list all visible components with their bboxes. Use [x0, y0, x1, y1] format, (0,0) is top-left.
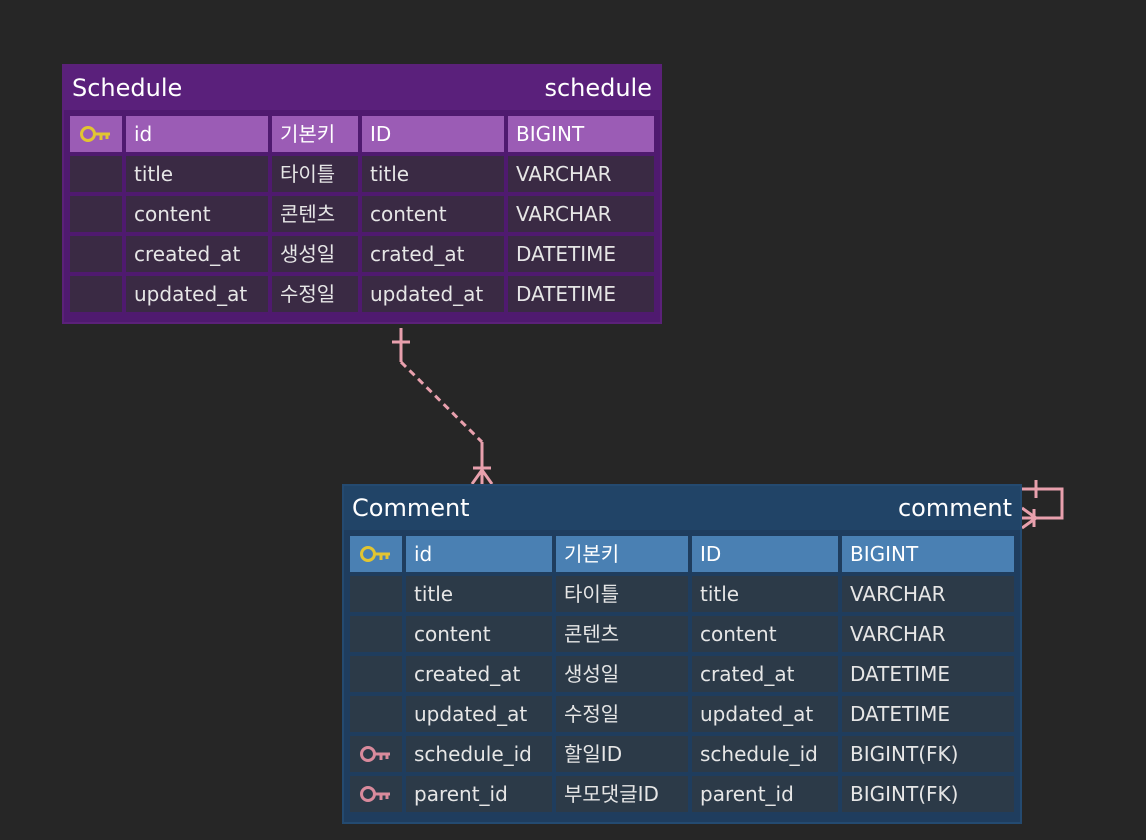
primary-key-icon [80, 126, 110, 142]
column-type: BIGINT [842, 536, 1014, 572]
column-row[interactable]: content 콘텐츠 content VARCHAR [350, 616, 1014, 656]
column-row[interactable]: content 콘텐츠 content VARCHAR [70, 196, 654, 236]
column-logical-name: 생성일 [272, 236, 358, 272]
comment-entity-header[interactable]: Comment comment [344, 486, 1020, 530]
column-row[interactable]: title 타이틀 title VARCHAR [350, 576, 1014, 616]
column-list: id 기본키 ID BIGINT title 타이틀 title VARCHAR… [344, 530, 1020, 816]
column-type: BIGINT [508, 116, 654, 152]
key-cell [350, 776, 402, 812]
column-row[interactable]: updated_at 수정일 updated_at DATETIME [350, 696, 1014, 736]
column-physical-name: title [362, 156, 504, 192]
column-logical-name: 콘텐츠 [272, 196, 358, 232]
primary-key-icon [360, 546, 390, 562]
column-physical-name: ID [692, 536, 838, 572]
column-logical-name: 타이틀 [272, 156, 358, 192]
key-cell [70, 276, 122, 312]
comment-self-relation[interactable] [1021, 480, 1064, 530]
column-row[interactable]: created_at 생성일 crated_at DATETIME [350, 656, 1014, 696]
key-cell [350, 736, 402, 772]
crowfoot-right [480, 469, 494, 485]
entity-title: Schedule [72, 74, 183, 102]
foreign-key-icon [360, 746, 390, 762]
schedule-entity[interactable]: Schedule schedule id 기본키 ID BIGINT title… [62, 64, 662, 324]
column-logical-name: 수정일 [556, 696, 688, 732]
entity-title: Comment [352, 494, 470, 522]
column-name: content [126, 196, 268, 232]
column-type: DATETIME [842, 656, 1014, 692]
column-name: id [406, 536, 552, 572]
column-name: title [126, 156, 268, 192]
column-type: BIGINT(FK) [842, 776, 1014, 812]
column-type: VARCHAR [508, 156, 654, 192]
table-name: comment [897, 494, 1012, 522]
column-physical-name: content [362, 196, 504, 232]
column-logical-name: 수정일 [272, 276, 358, 312]
key-cell [350, 576, 402, 612]
column-type: VARCHAR [842, 616, 1014, 652]
column-name: created_at [126, 236, 268, 272]
column-row[interactable]: updated_at 수정일 updated_at DATETIME [70, 276, 654, 316]
column-type: DATETIME [508, 276, 654, 312]
column-logical-name: 기본키 [556, 536, 688, 572]
column-name: created_at [406, 656, 552, 692]
column-type: DATETIME [508, 236, 654, 272]
key-cell [70, 196, 122, 232]
column-logical-name: 할일ID [556, 736, 688, 772]
column-name: updated_at [126, 276, 268, 312]
schedule-comment-relation[interactable] [392, 328, 494, 485]
key-cell [350, 616, 402, 652]
column-logical-name: 기본키 [272, 116, 358, 152]
key-cell [350, 696, 402, 732]
column-physical-name: crated_at [362, 236, 504, 272]
key-cell [350, 536, 402, 572]
column-physical-name: parent_id [692, 776, 838, 812]
comment-entity[interactable]: Comment comment id 기본키 ID BIGINT title 타… [342, 484, 1022, 824]
column-type: VARCHAR [842, 576, 1014, 612]
self-loop-line [1022, 487, 1064, 520]
schedule-entity-header[interactable]: Schedule schedule [64, 66, 660, 110]
column-row[interactable]: parent_id 부모댓글ID parent_id BIGINT(FK) [350, 776, 1014, 816]
key-cell [70, 116, 122, 152]
key-cell [70, 156, 122, 192]
column-row[interactable]: title 타이틀 title VARCHAR [70, 156, 654, 196]
column-name: updated_at [406, 696, 552, 732]
column-name: id [126, 116, 268, 152]
column-name: schedule_id [406, 736, 552, 772]
column-logical-name: 부모댓글ID [556, 776, 688, 812]
column-physical-name: updated_at [362, 276, 504, 312]
crowfoot-top [1021, 506, 1037, 520]
table-name: schedule [544, 74, 652, 102]
column-row[interactable]: id 기본키 ID BIGINT [350, 536, 1014, 576]
column-name: title [406, 576, 552, 612]
key-cell [70, 236, 122, 272]
crowfoot-left [470, 469, 484, 485]
column-physical-name: crated_at [692, 656, 838, 692]
key-cell [350, 656, 402, 692]
column-row[interactable]: id 기본키 ID BIGINT [70, 116, 654, 156]
column-row[interactable]: schedule_id 할일ID schedule_id BIGINT(FK) [350, 736, 1014, 776]
column-logical-name: 콘텐츠 [556, 616, 688, 652]
column-type: BIGINT(FK) [842, 736, 1014, 772]
column-physical-name: content [692, 616, 838, 652]
column-logical-name: 타이틀 [556, 576, 688, 612]
relation-line [399, 360, 484, 444]
crowfoot-bottom [1021, 516, 1037, 530]
column-logical-name: 생성일 [556, 656, 688, 692]
column-name: content [406, 616, 552, 652]
column-row[interactable]: created_at 생성일 crated_at DATETIME [70, 236, 654, 276]
column-type: DATETIME [842, 696, 1014, 732]
column-physical-name: updated_at [692, 696, 838, 732]
column-physical-name: title [692, 576, 838, 612]
column-physical-name: schedule_id [692, 736, 838, 772]
column-list: id 기본키 ID BIGINT title 타이틀 title VARCHAR… [64, 110, 660, 316]
column-name: parent_id [406, 776, 552, 812]
foreign-key-icon [360, 786, 390, 802]
column-physical-name: ID [362, 116, 504, 152]
column-type: VARCHAR [508, 196, 654, 232]
